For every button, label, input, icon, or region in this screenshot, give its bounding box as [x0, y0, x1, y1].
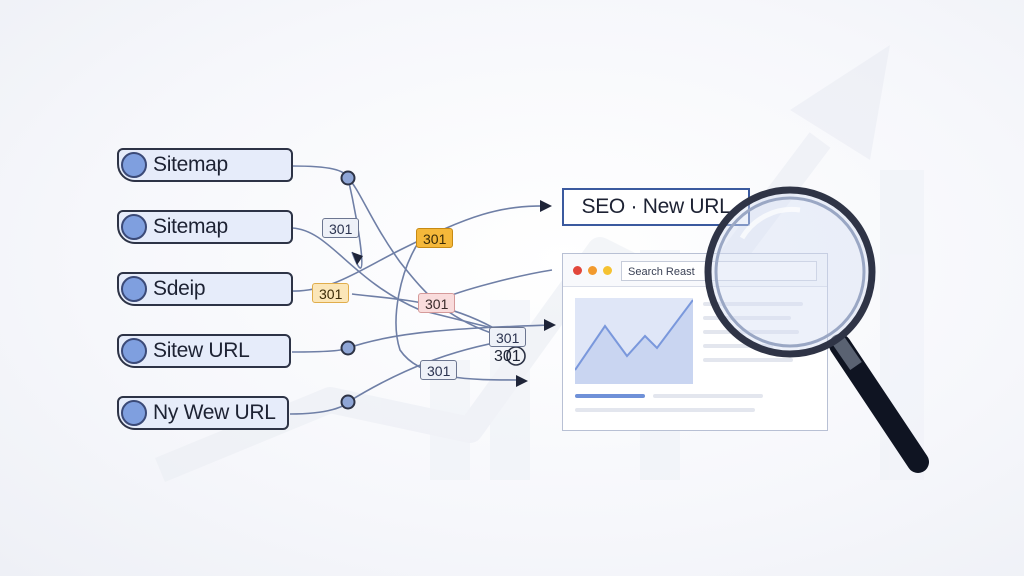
connector-7	[395, 239, 521, 381]
connector-2	[291, 227, 501, 331]
source-item-1: Sitemap	[117, 148, 293, 182]
source-dot-icon	[121, 214, 147, 240]
source-label: Sitemap	[153, 153, 228, 176]
minimize-dot-icon	[588, 266, 597, 275]
arrowhead-seo	[540, 200, 552, 212]
link-line	[575, 394, 645, 398]
redirect-tag: 301	[420, 360, 458, 380]
magnifying-glass-icon	[704, 186, 929, 473]
redirect-tag: 301	[418, 293, 456, 313]
text-line	[703, 358, 793, 362]
source-item-4: Sitew URL	[117, 334, 291, 368]
source-dot-icon	[121, 152, 147, 178]
source-label: Ny Wew URL	[153, 401, 276, 424]
connector-9	[439, 269, 553, 301]
source-label: Sitemap	[153, 215, 228, 238]
node-center	[506, 346, 526, 366]
node-1	[340, 170, 356, 186]
redirect-tag: 301	[416, 228, 454, 248]
text-line	[703, 316, 791, 320]
trend-line-chart	[574, 299, 694, 384]
browser-toolbar: Search Reast	[563, 254, 827, 287]
node-5	[340, 394, 356, 410]
target-url-box: SEO · New URL	[562, 188, 750, 226]
source-dot-icon	[121, 400, 147, 426]
source-label: Sdeip	[153, 277, 206, 300]
close-dot-icon	[573, 266, 582, 275]
redirect-tag: 301	[489, 327, 527, 347]
connector-5	[289, 339, 511, 415]
text-line	[703, 330, 799, 334]
source-dot-icon	[121, 276, 147, 302]
target-url-label: SEO · New URL	[581, 195, 731, 218]
arrowhead-low	[516, 375, 528, 387]
node-4	[340, 340, 356, 356]
source-item-2: Sitemap	[117, 210, 293, 244]
connector-6	[347, 177, 501, 337]
source-item-5: Ny Wew URL	[117, 396, 289, 430]
arrowhead-mid	[544, 319, 556, 331]
browser-window: Search Reast	[562, 253, 828, 431]
redirect-tag-plain: 301	[494, 348, 521, 365]
connector-1	[291, 165, 363, 269]
maximize-dot-icon	[603, 266, 612, 275]
redirect-tag: 301	[322, 218, 360, 238]
source-label: Sitew URL	[153, 339, 250, 362]
text-line	[703, 302, 803, 306]
text-line	[575, 408, 755, 412]
redirect-tag: 301	[312, 283, 350, 303]
text-line	[653, 394, 763, 398]
source-dot-icon	[121, 338, 147, 364]
search-input[interactable]: Search Reast	[621, 261, 817, 281]
source-item-3: Sdeip	[117, 272, 293, 306]
arrowhead-back	[352, 252, 363, 265]
text-line	[703, 344, 773, 348]
browser-chart	[574, 298, 694, 384]
